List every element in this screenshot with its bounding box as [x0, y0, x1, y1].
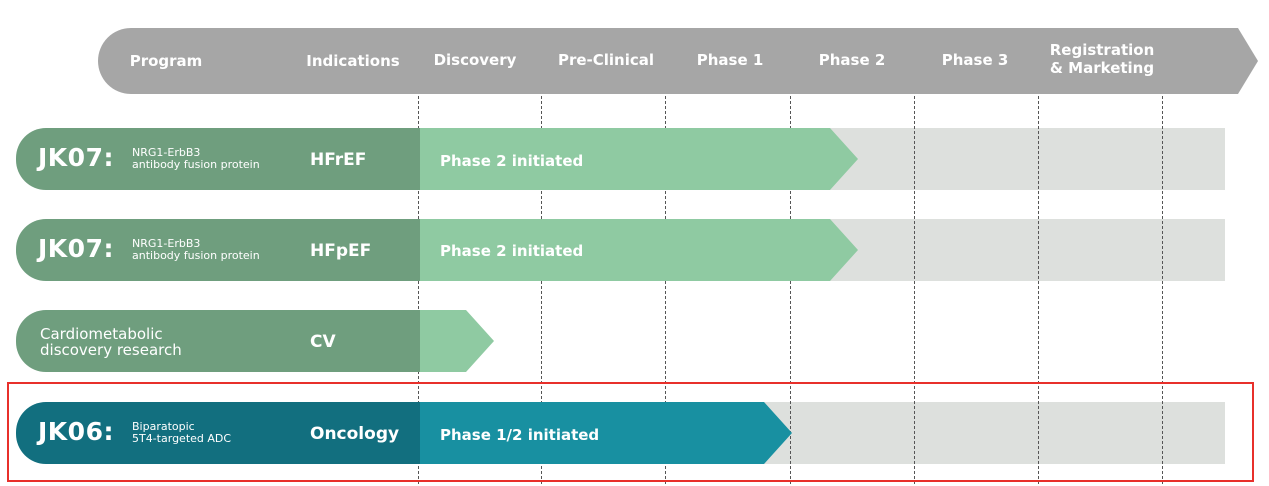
- status-label: Phase 2 initiated: [440, 152, 584, 170]
- program-label-row-3: [16, 310, 420, 372]
- progress-arrow-row-3: [420, 310, 494, 372]
- program-description: NRG1-ErbB3 antibody fusion protein: [132, 146, 260, 171]
- gridline-phase-3-end: [1038, 96, 1039, 484]
- program-code: JK06:: [38, 417, 114, 446]
- header-phase-2: Phase 2: [818, 51, 886, 69]
- program-description: Biparatopic 5T4-targeted ADC: [132, 420, 232, 445]
- header-indications: Indications: [306, 52, 400, 70]
- progress-arrow-row-4: [420, 402, 792, 464]
- program-description: NRG1-ErbB3 antibody fusion protein: [132, 237, 260, 262]
- gridline-registration: [1162, 96, 1163, 484]
- header-phase-3: Phase 3: [941, 51, 1009, 69]
- program-label-row-4: [16, 402, 420, 464]
- program-label-row-2: [16, 219, 420, 281]
- gridline-phase-1: [665, 96, 666, 484]
- highlight-box: [7, 382, 1254, 482]
- header-registration-marketing: Registration & Marketing: [1049, 41, 1155, 77]
- indication-label: CV: [310, 332, 336, 352]
- gridline-phase-2: [790, 96, 791, 484]
- progress-arrow-row-2: [420, 219, 858, 281]
- header-phase-1: Phase 1: [696, 51, 764, 69]
- indication-label: Oncology: [310, 424, 400, 444]
- program-code: JK07:: [38, 234, 114, 263]
- program-code: JK07:: [38, 143, 114, 172]
- header-pre-clinical: Pre-Clinical: [557, 51, 655, 69]
- status-label: Phase 1/2 initiated: [440, 426, 600, 444]
- header-program: Program: [129, 52, 203, 70]
- indication-label: HFrEF: [310, 150, 367, 170]
- program-description: Cardiometabolic discovery research: [40, 325, 182, 359]
- program-label-row-1: [16, 128, 420, 190]
- gridline-phase-3: [914, 96, 915, 484]
- gridline-pre-clinical: [541, 96, 542, 484]
- indication-label: HFpEF: [310, 241, 372, 261]
- progress-arrow-row-1: [420, 128, 858, 190]
- gridline-discovery: [418, 96, 419, 484]
- header-arrow: [98, 28, 1258, 94]
- status-label: Phase 2 initiated: [440, 242, 584, 260]
- header-discovery: Discovery: [433, 51, 517, 69]
